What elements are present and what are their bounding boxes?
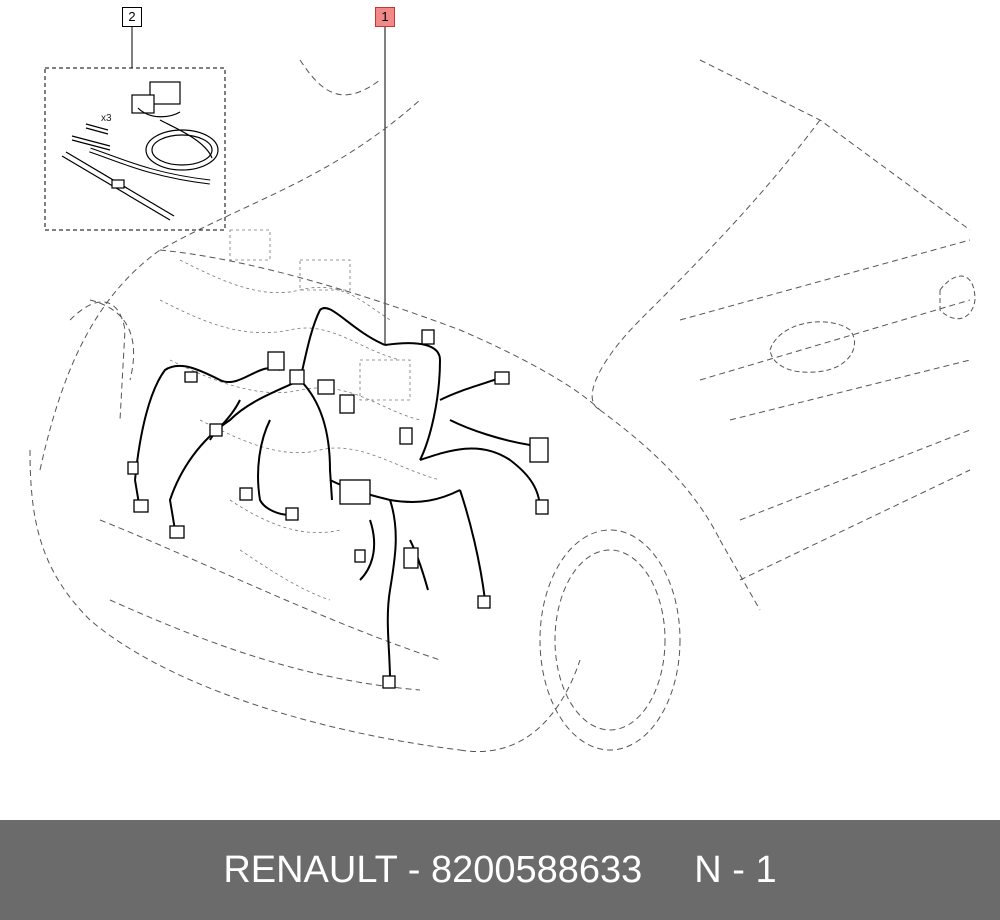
repair-kit-frame (44, 67, 226, 231)
exploded-diagram: 1 2 x3 (29, 7, 976, 752)
callout-harness: 1 (375, 7, 395, 27)
repair-kit-parts (61, 81, 219, 221)
footer-banner: RENAULT - 8200588633 N - 1 (0, 820, 1000, 920)
quantity-label: N - 1 (694, 848, 777, 891)
mirror-outline (769, 275, 976, 373)
harness-illustration (29, 27, 976, 752)
brand-part-number: RENAULT - 8200588633 (223, 848, 643, 891)
engine-bay (159, 229, 441, 601)
wiring-harness (134, 307, 541, 681)
callout-repair-kit: 2 (122, 7, 142, 27)
kit-quantity-label: x3 (101, 113, 112, 124)
harness-connectors (127, 329, 549, 689)
vehicle-outline (29, 59, 971, 752)
